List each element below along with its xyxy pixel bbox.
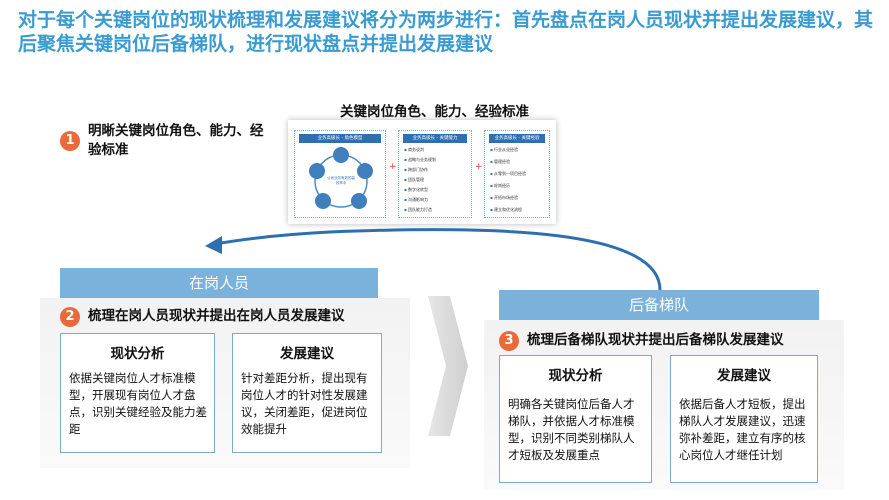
experience-item: 行业从业经验 [490,147,518,153]
successor-analysis-box: 现状分析 明确各关键岗位后备人才梯队，并依据人才标准模型，识别不同类别梯队人才短… [499,355,652,483]
role-center-text: 公司业务有效的高效率手 [327,176,355,185]
role-model-panel: 业务高级长 - 角色模型 公司业务有效的高效率手 [294,130,386,218]
incumbent-advice-title: 发展建议 [280,346,334,362]
capability-item: 商务谈判 [404,147,424,153]
capability-item: 战略与业务规划 [404,157,436,163]
successor-advice-box: 发展建议 依据后备人才短板，提出梯队人才发展建议，迅速弥补差距，建立有序的核心岗… [670,355,818,483]
role-cycle-diagram [309,147,373,209]
incumbent-analysis-box: 现状分析 依据关键岗位人才标准模型，开展现有岗位人才盘点，识别关键经验及能力差距 [60,333,215,453]
successor-analysis-body: 明确各关键岗位后备人才梯队，并依据人才标准模型，识别不同类别梯队人才短板及发展重… [508,397,635,462]
incumbent-advice-body: 针对差距分析，提出现有岗位人才的针对性发展建议，关闭差距，促进岗位效能提升 [241,371,368,436]
capability-item: 团队管理 [404,177,424,183]
successor-band: 后备梯队 [499,290,819,320]
capability-panel: 业务高级长 - 关键能力 商务谈判 战略与业务规划 跨部门协作 团队管理 数字化… [398,130,472,218]
capability-item: 沟通影响力 [404,197,428,203]
role-model-head: 业务高级长 - 角色模型 [299,134,381,143]
step-1-text: 明晰关键岗位角色、能力、经验标准 [88,123,264,158]
successor-advice-title: 发展建议 [717,368,771,384]
incumbent-analysis-title: 现状分析 [110,346,165,362]
step-1-number: 1 [60,131,80,151]
step-3-text: 梳理后备梯队现状并提出后备梯队发展建议 [527,332,784,348]
experience-head: 业务高级长 - 关键经验 [489,134,545,143]
experience-item: 开拓市场经验 [490,195,518,201]
step-2-number: 2 [60,307,80,327]
plus-icon: + [475,162,483,172]
plus-icon: + [389,162,397,172]
successor-advice-body: 依据后备人才短板，提出梯队人才发展建议，迅速弥补差距，建立有序的核心岗位人才继任… [679,397,806,462]
experience-item: 管理经验 [490,159,510,165]
step-2-text: 梳理在岗人员现状并提出在岗人员发展建议 [88,308,345,324]
standard-model-thumbnail: 业务高级长 - 角色模型 公司业务有效的高效率手 + 业务高级长 - 关键能力 … [288,120,556,224]
chevron-right-icon [428,296,468,436]
standard-subtitle: 关键岗位角色、能力、经验标准 [340,104,529,120]
incumbent-advice-box: 发展建议 针对差距分析，提出现有岗位人才的针对性发展建议，关闭差距，促进岗位效能… [232,333,382,453]
experience-item: 轮岗经历 [490,183,510,189]
page-title: 对于每个关键岗位的现状梳理和发展建议将分为两步进行：首先盘点在岗人员现状并提出发… [18,9,874,55]
experience-panel: 业务高级长 - 关键经验 行业从业经验 管理经验 从零到一项目经验 轮岗经历 开… [484,130,550,218]
capability-head: 业务高级长 - 关键能力 [403,134,467,143]
incumbent-analysis-body: 依据关键岗位人才标准模型，开展现有岗位人才盘点，识别关键经验及能力差距 [69,371,207,436]
step-3-number: 3 [499,331,519,351]
incumbent-band: 在岗人员 [60,268,378,298]
capability-item: 团队能力打造 [404,207,432,213]
successor-analysis-title: 现状分析 [548,368,603,384]
experience-item: 建立和优化流程 [490,207,522,213]
capability-item: 数字化转型 [404,187,428,193]
capability-item: 跨部门协作 [404,167,428,173]
experience-item: 从零到一项目经验 [490,171,526,177]
